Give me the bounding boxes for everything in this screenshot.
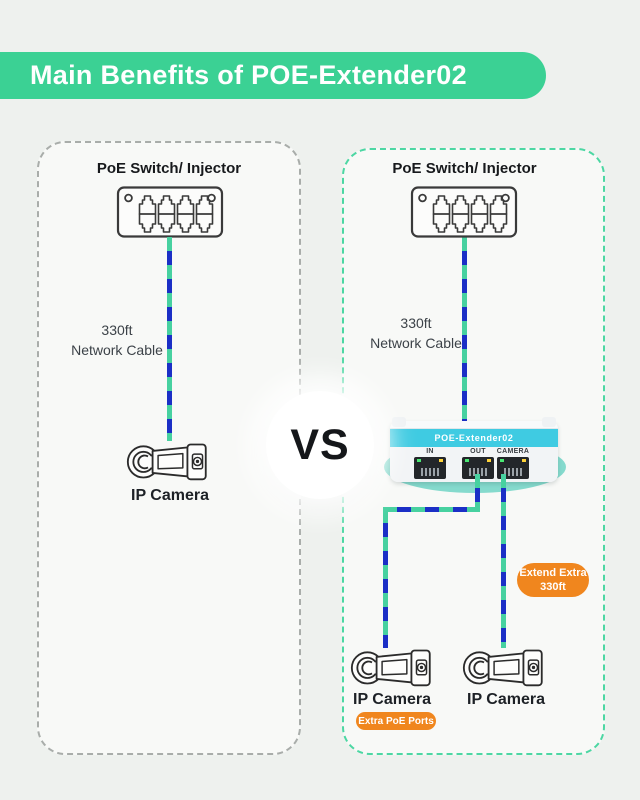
left-network-cable (167, 237, 172, 441)
out-cable-stub (475, 474, 480, 512)
camera-cable-drop (501, 474, 506, 648)
out-cable-horizontal (383, 507, 480, 512)
rj45-port-out (462, 457, 494, 479)
right-switch-title: PoE Switch/ Injector (392, 160, 537, 177)
led-yellow (439, 459, 443, 462)
port-label-out: OUT (470, 448, 486, 455)
left-cable-label: 330ft Network Cable (71, 322, 163, 359)
rj45-port-camera (497, 457, 529, 479)
port-label-in: IN (426, 448, 434, 455)
led-yellow (522, 459, 526, 462)
extender-port-face: IN OUT CAMERA (390, 447, 558, 482)
led-green (465, 459, 469, 462)
vs-label: VS (290, 420, 350, 469)
extender-name: POE-Extender02 (434, 433, 514, 443)
page-title: Main Benefits of POE-Extender02 (30, 60, 467, 90)
poe-switch-icon (116, 186, 224, 238)
extender-name-band: POE-Extender02 (390, 429, 558, 447)
led-green (417, 459, 421, 462)
right-camera2-label: IP Camera (467, 691, 545, 708)
rj45-port-in (414, 457, 446, 479)
extend-extra-badge: Extend Extra 330ft (517, 563, 589, 597)
led-yellow (487, 459, 491, 462)
right-camera1-label: IP Camera (353, 691, 431, 708)
port-pins (421, 468, 439, 476)
extra-poe-ports-badge: Extra PoE Ports (356, 712, 436, 730)
ip-camera-icon (462, 649, 543, 687)
port-pins (504, 468, 522, 476)
out-cable-drop (383, 509, 388, 648)
ip-camera-icon (126, 443, 207, 481)
right-network-cable (462, 237, 467, 424)
vs-divider: VS (266, 391, 374, 499)
left-camera-label: IP Camera (131, 487, 209, 504)
port-label-camera: CAMERA (496, 448, 530, 455)
led-green (500, 459, 504, 462)
right-cable-label: 330ft Network Cable (370, 315, 462, 352)
mounting-ear (392, 417, 406, 427)
extender-top-edge (390, 421, 558, 429)
port-pins (469, 468, 487, 476)
left-switch-title: PoE Switch/ Injector (96, 160, 242, 177)
header-banner: Main Benefits of POE-Extender02 (0, 52, 546, 99)
poe-switch-icon (410, 186, 518, 238)
poe-extender-device: POE-Extender02 IN OUT CAMERA (390, 417, 558, 482)
mounting-ear (542, 417, 556, 427)
ip-camera-icon (350, 649, 431, 687)
